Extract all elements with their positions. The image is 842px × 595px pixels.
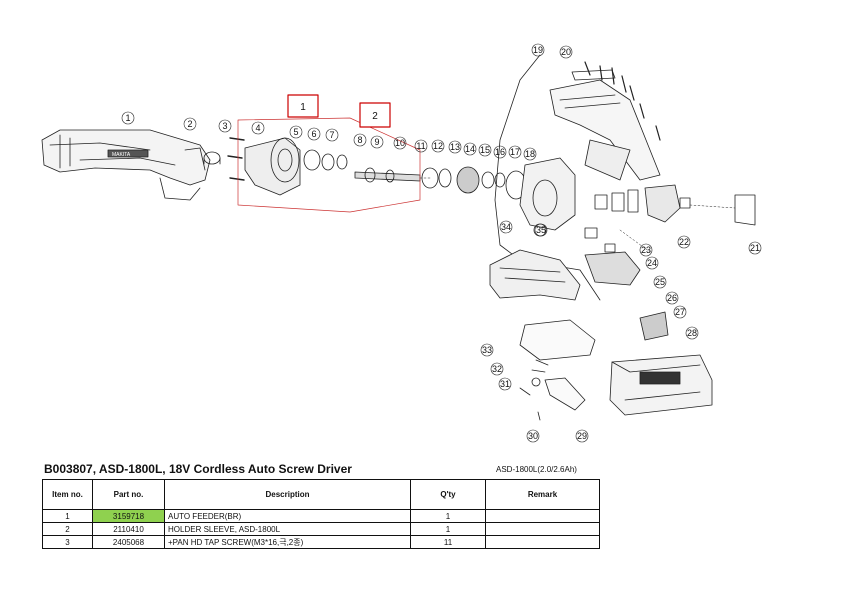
auto-feeder-assembly [41, 129, 211, 201]
svg-text:20: 20 [561, 47, 571, 57]
svg-text:32: 32 [492, 364, 502, 374]
table-header-row: Item no. Part no. Description Q'ty Remar… [42, 479, 600, 510]
svg-text:31: 31 [500, 379, 510, 389]
svg-text:26: 26 [667, 293, 677, 303]
svg-text:35: 35 [536, 225, 546, 235]
cell-item: 1 [42, 509, 93, 523]
gear-train [421, 166, 527, 200]
svg-text:6: 6 [311, 129, 316, 139]
header-qty: Q'ty [410, 479, 486, 510]
holder-sleeve [203, 151, 221, 165]
housing-screws [584, 61, 661, 141]
gear-housing [244, 137, 348, 196]
svg-text:29: 29 [577, 431, 587, 441]
belt-hook [519, 359, 586, 421]
cell-item: 2 [42, 522, 93, 536]
svg-text:23: 23 [641, 245, 651, 255]
motor-unit [594, 184, 756, 226]
header-item-no: Item no. [42, 479, 93, 510]
table-row: 2 2110410 HOLDER SLEEVE, ASD-1800L 1 [42, 522, 600, 536]
svg-text:14: 14 [465, 144, 475, 154]
cell-qty: 11 [410, 535, 486, 549]
header-description: Description [164, 479, 411, 510]
svg-text:27: 27 [675, 307, 685, 317]
battery-pack [609, 354, 713, 416]
diagram-svg: 1 2 [41, 43, 762, 443]
table-row: 1 3159718 AUTO FEEDER(BR) 1 [42, 509, 600, 523]
cell-description: +PAN HD TAP SCREW(M3*16,극,2종) [164, 535, 411, 549]
header-remark: Remark [485, 479, 600, 510]
housing-half [549, 69, 661, 181]
svg-text:34: 34 [501, 222, 511, 232]
table-row: 3 2405068 +PAN HD TAP SCREW(M3*16,극,2종) … [42, 535, 600, 549]
leader-lines [419, 177, 736, 253]
document-title: B003807, ASD-1800L, 18V Cordless Auto Sc… [44, 462, 352, 476]
svg-text:19: 19 [533, 45, 543, 55]
callout-box-1[interactable] [287, 94, 319, 118]
cell-qty: 1 [410, 522, 486, 536]
svg-text:30: 30 [528, 431, 538, 441]
tap-screws [227, 137, 245, 181]
svg-text:33: 33 [482, 345, 492, 355]
cell-part-no: 3159718 [92, 509, 165, 523]
callout-box-1-label: 1 [300, 102, 306, 113]
svg-text:3: 3 [222, 121, 227, 131]
svg-text:8: 8 [357, 135, 362, 145]
switch-assembly [584, 227, 669, 341]
svg-text:1: 1 [125, 113, 130, 123]
callout-box-2[interactable] [359, 102, 391, 128]
spindle-shaft [354, 167, 421, 183]
svg-text:7: 7 [329, 130, 334, 140]
cell-remark [485, 509, 600, 523]
parts-table: Item no. Part no. Description Q'ty Remar… [42, 479, 600, 549]
svg-text:21: 21 [750, 243, 760, 253]
cell-item: 3 [42, 535, 93, 549]
model-label: ASD-1800L(2.0/2.6Ah) [496, 465, 577, 474]
svg-text:4: 4 [255, 123, 260, 133]
motor-housing [519, 157, 576, 237]
svg-text:11: 11 [416, 141, 425, 151]
svg-text:13: 13 [450, 142, 460, 152]
cell-remark [485, 522, 600, 536]
svg-text:18: 18 [525, 149, 535, 159]
exploded-parts-diagram: 1 2 [41, 43, 762, 443]
svg-text:16: 16 [495, 147, 505, 157]
svg-text:15: 15 [480, 145, 490, 155]
brand-logo-text: MAKITA [112, 152, 131, 158]
main-body-outline [494, 54, 601, 301]
handle-housing [489, 249, 596, 361]
svg-text:25: 25 [655, 277, 665, 287]
assembly-outline [237, 117, 421, 213]
svg-text:10: 10 [395, 138, 405, 148]
svg-text:2: 2 [187, 119, 192, 129]
cell-description: AUTO FEEDER(BR) [164, 509, 411, 523]
svg-text:9: 9 [374, 137, 379, 147]
cell-description: HOLDER SLEEVE, ASD-1800L [164, 522, 411, 536]
callout-box-2-label: 2 [372, 111, 378, 122]
svg-text:28: 28 [687, 328, 697, 338]
svg-text:17: 17 [510, 147, 520, 157]
svg-text:5: 5 [293, 127, 298, 137]
cell-remark [485, 535, 600, 549]
cell-part-no: 2110410 [92, 522, 165, 536]
header-part-no: Part no. [92, 479, 165, 510]
callout-numbers: 1 2 3 4 5 6 7 8 9 10 11 12 13 14 15 16 1… [121, 43, 762, 443]
cell-qty: 1 [410, 509, 486, 523]
cell-part-no: 2405068 [92, 535, 165, 549]
svg-text:24: 24 [647, 258, 657, 268]
svg-text:22: 22 [679, 237, 689, 247]
svg-text:12: 12 [433, 141, 443, 151]
